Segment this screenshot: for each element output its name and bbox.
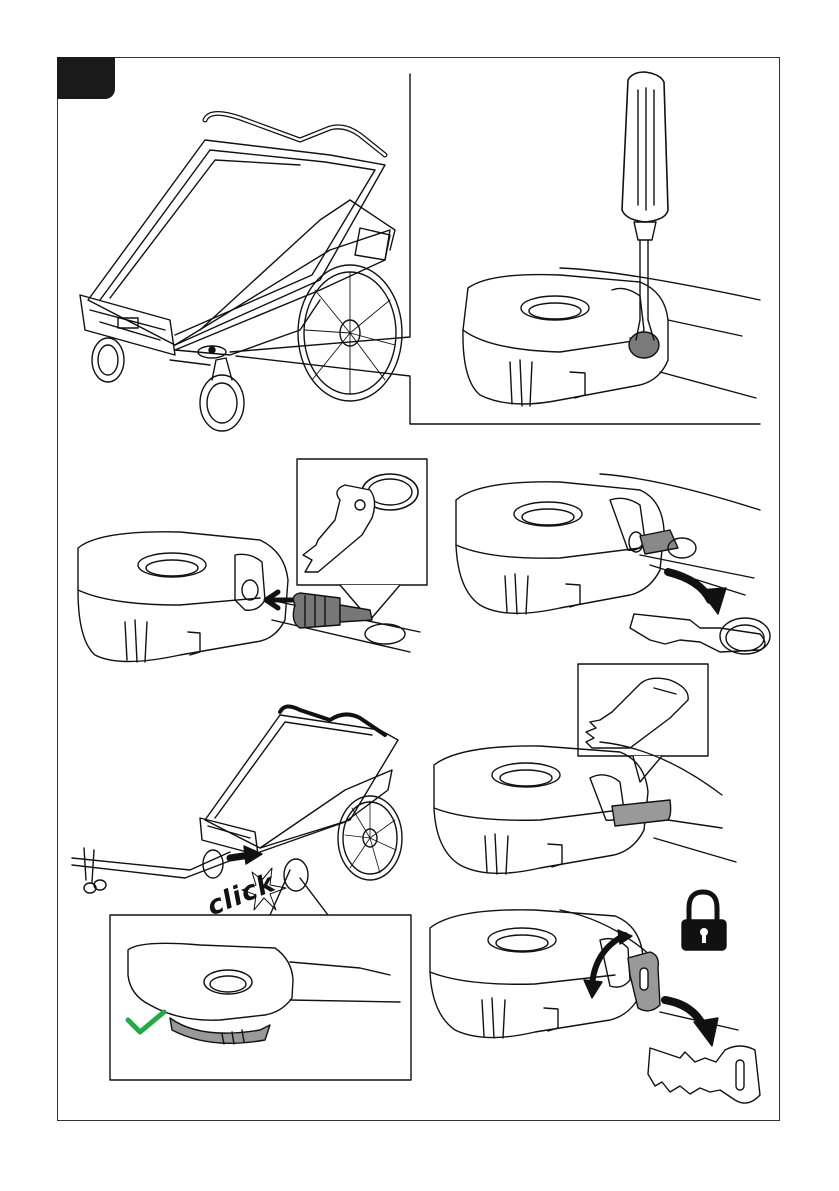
turn-key-to-lock-illustration bbox=[430, 892, 760, 1103]
stroller-overview-illustration bbox=[80, 113, 402, 431]
callout-line bbox=[230, 74, 410, 352]
callout-line bbox=[236, 356, 760, 424]
insert-lock-cylinder-illustration bbox=[78, 459, 427, 662]
padlock-icon bbox=[682, 892, 726, 950]
remove-plug-illustration bbox=[463, 72, 760, 406]
insert-lock-key-illustration bbox=[434, 664, 736, 874]
remove-installation-key-illustration bbox=[456, 474, 770, 654]
attach-verification-detail bbox=[110, 915, 411, 1080]
